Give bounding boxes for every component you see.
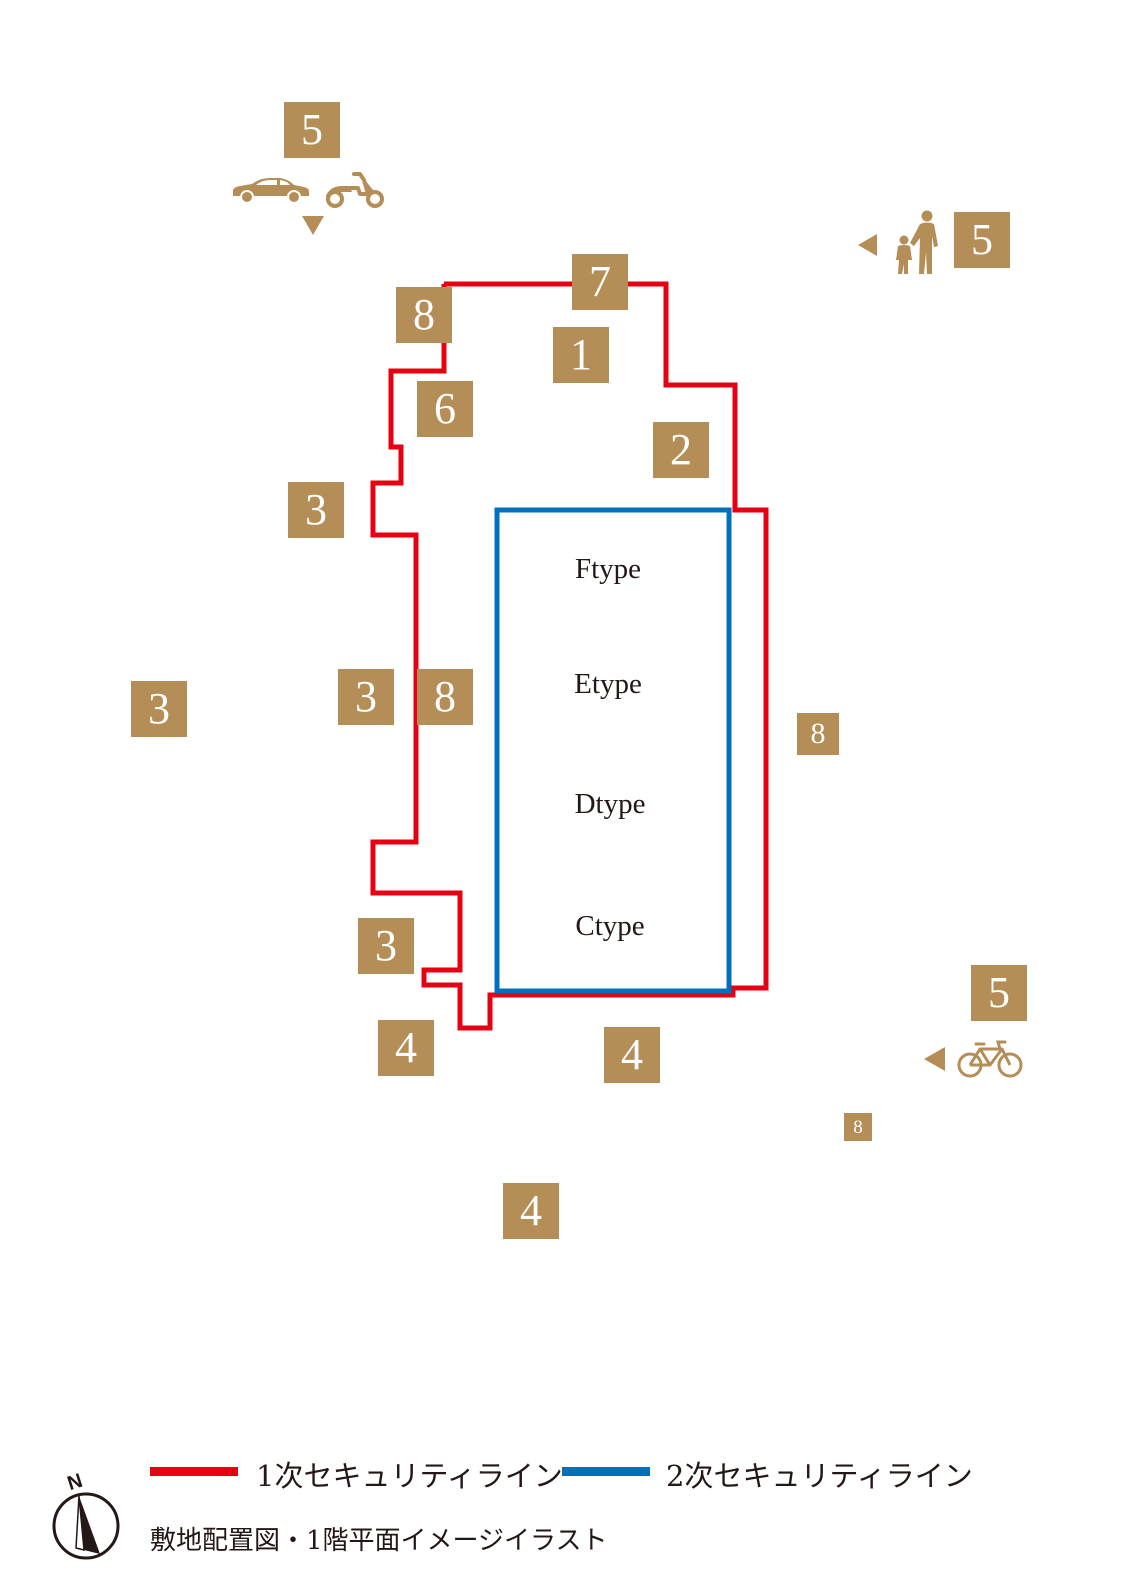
unit-label-ftype: Ftype [574,553,642,585]
arrow-left-icon [924,1047,945,1071]
marker-bicycle-entrance: 5 [971,965,1027,1021]
primary-security-line [370,281,769,1031]
marker-bottom-lower: 4 [503,1183,559,1239]
marker-left-lower: 3 [358,918,414,974]
compass-icon: N [52,1470,120,1560]
scooter-icon [326,172,384,208]
marker-top-left: 8 [396,287,452,343]
car-icon [233,178,309,204]
legend-primary-label: 1次セキュリティライン [256,1459,563,1493]
legend-secondary-label: 2次セキュリティライン [666,1459,973,1493]
marker-inner-left-middle: 8 [417,669,473,725]
marker-pedestrian-entrance: 5 [954,212,1010,268]
marker-left-middle: 3 [338,669,394,725]
marker-left-upper: 3 [288,482,344,538]
marker-bottom-left: 4 [378,1020,434,1076]
secondary-security-line [494,507,732,994]
arrow-left-icon [858,234,877,256]
marker-bottom-right-small: 8 [844,1113,872,1141]
marker-inner-right: 2 [653,422,709,478]
marker-top-center: 7 [572,254,628,310]
pedestrian-family-icon [896,210,938,274]
legend-secondary-swatch [562,1467,650,1476]
marker-bottom-center: 4 [604,1027,660,1083]
marker-car-entrance: 5 [284,102,340,158]
unit-label-etype: Etype [574,668,642,700]
marker-far-left: 3 [131,681,187,737]
marker-inner-left: 6 [417,381,473,437]
compass-north-label: N [65,1470,86,1495]
unit-label-dtype: Dtype [574,788,646,820]
unit-label-ctype: Ctype [575,910,645,942]
arrow-down-icon [302,216,324,235]
legend-primary-swatch [150,1467,238,1476]
marker-inner-top: 1 [553,327,609,383]
marker-right-middle: 8 [797,713,839,755]
map-caption: 敷地配置図・1階平面イメージイラスト [150,1526,608,1556]
bicycle-icon [957,1040,1023,1078]
